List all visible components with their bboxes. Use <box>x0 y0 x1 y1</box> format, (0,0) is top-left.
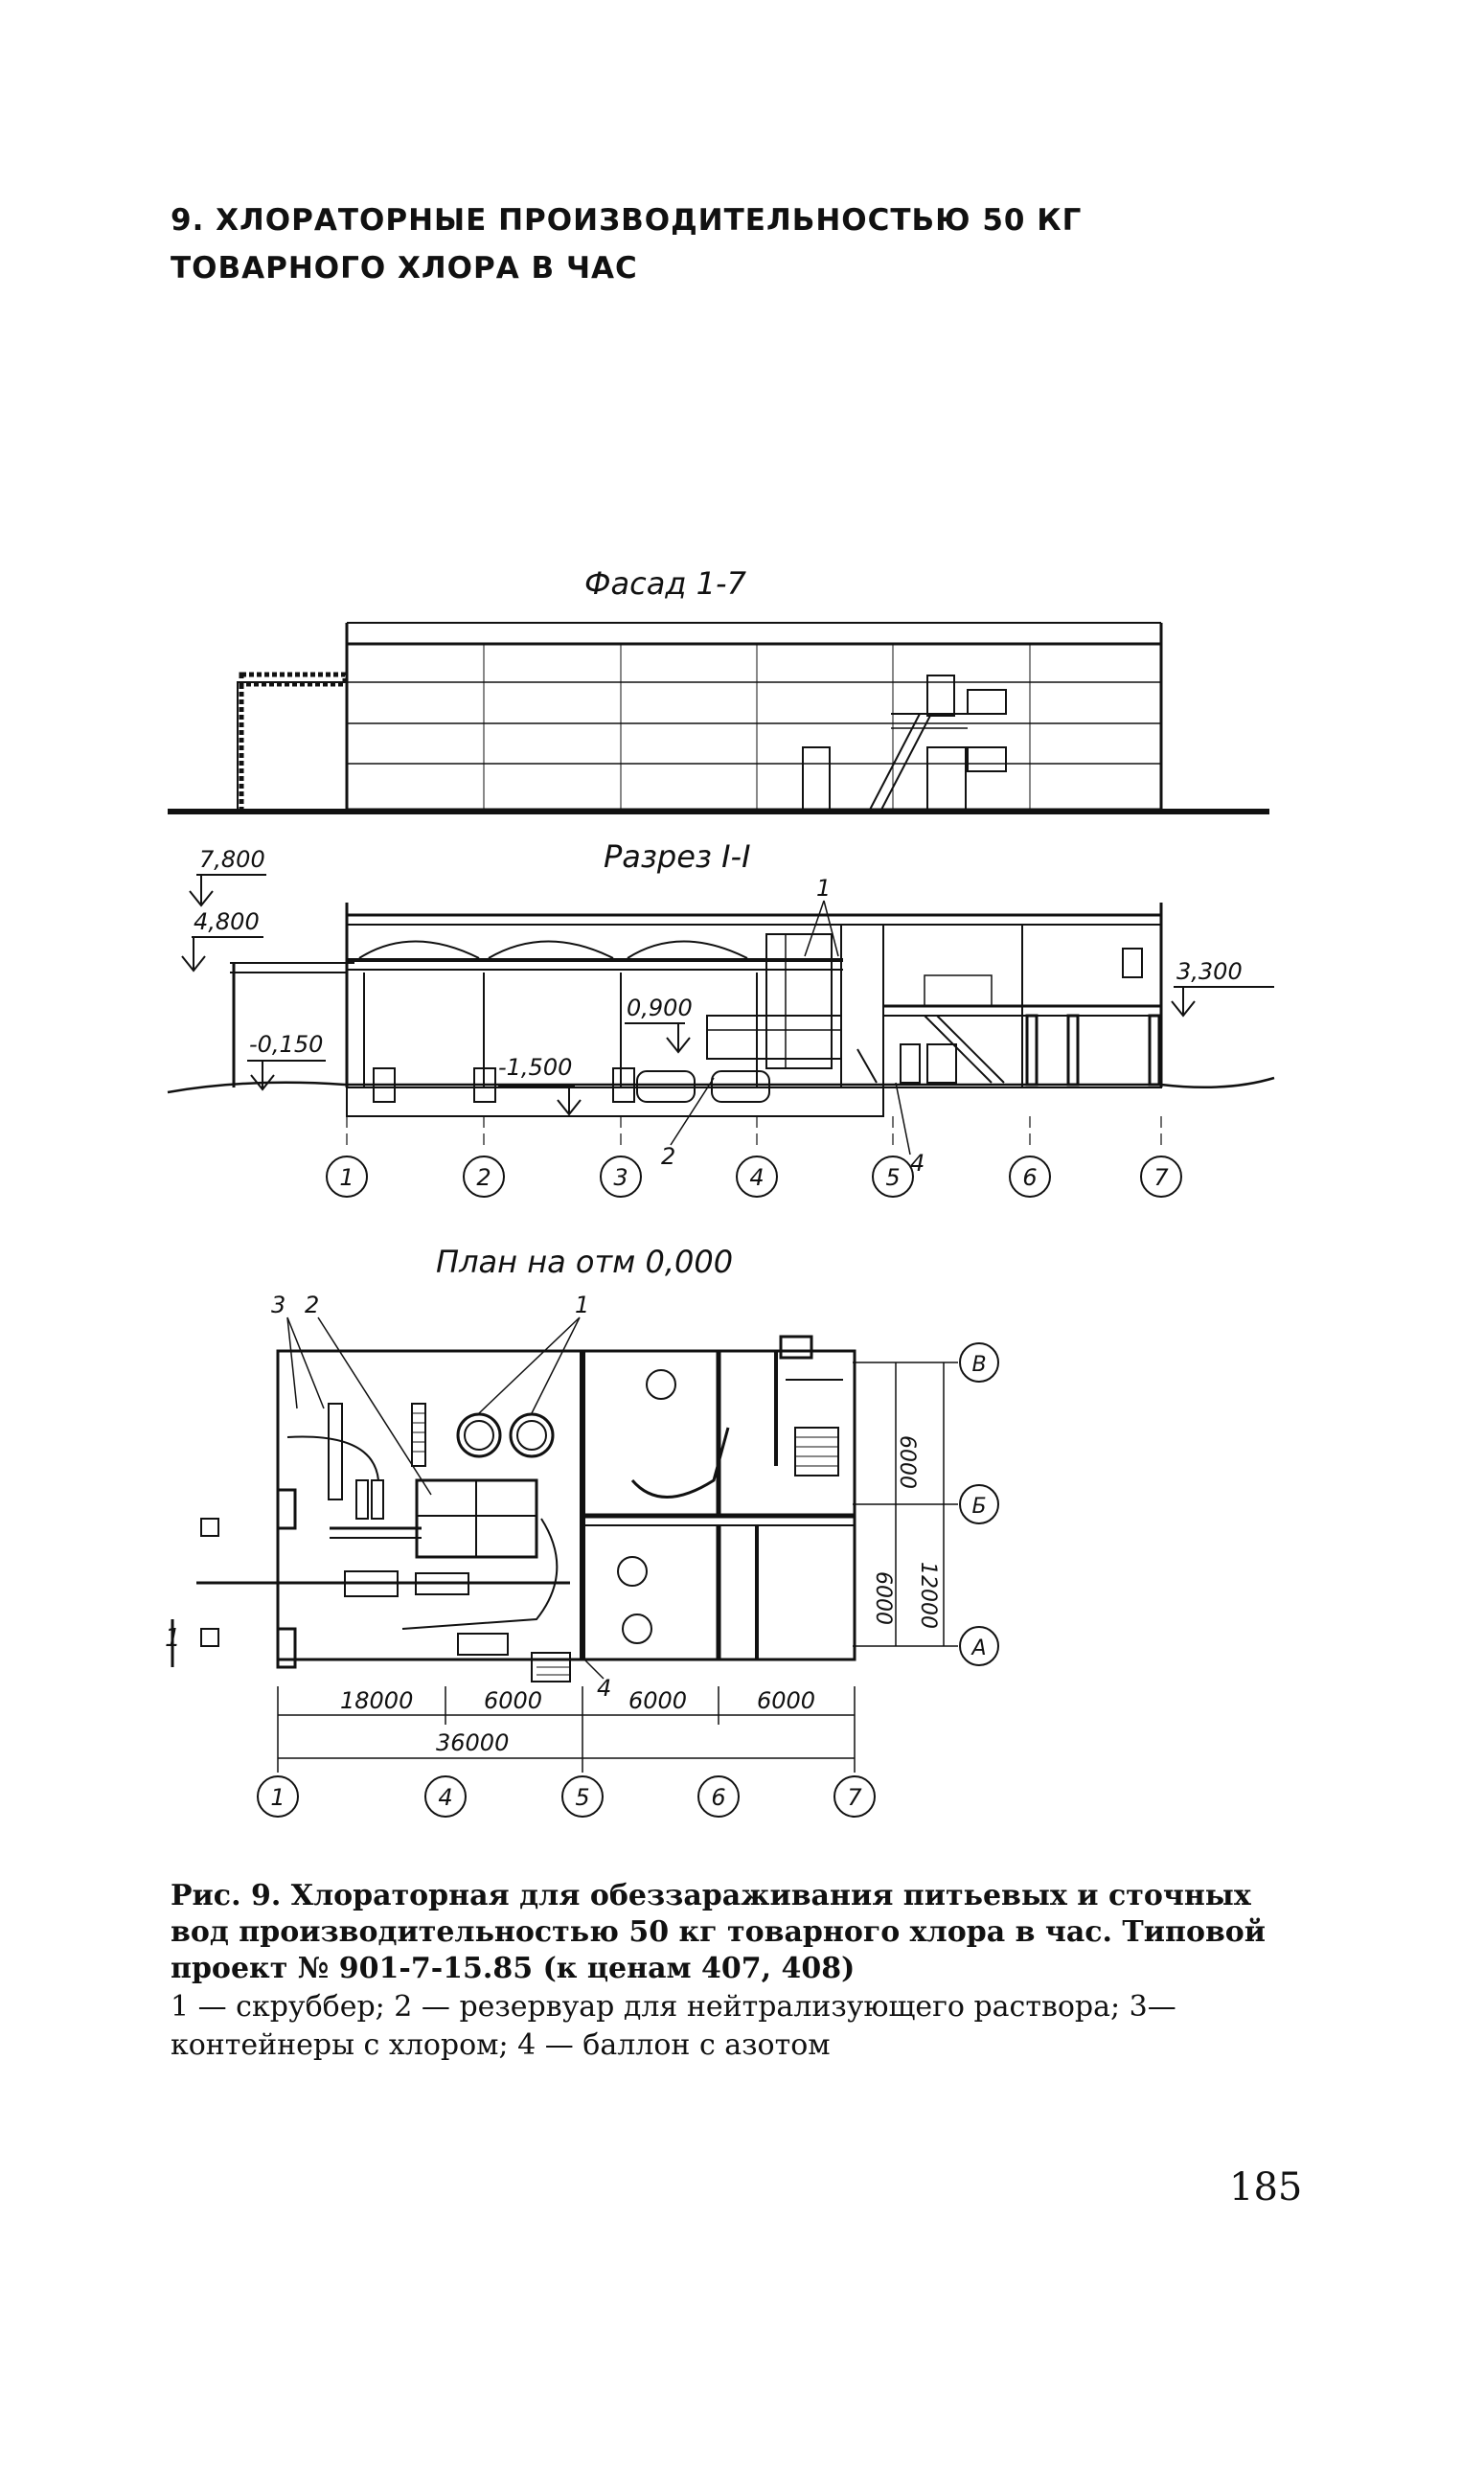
plan-axis-markers: 1 4 5 6 7 <box>257 1775 876 1818</box>
axis-label: 6 <box>1022 1164 1037 1191</box>
elevation-label: -1,500 <box>498 1054 572 1081</box>
section-axis-lines <box>346 1116 1162 1150</box>
axis-marker: А <box>959 1626 999 1666</box>
axis-marker: 3 <box>600 1156 642 1198</box>
axis-label: А <box>970 1637 986 1660</box>
axis-marker: 1 <box>326 1156 368 1198</box>
axis-label: 4 <box>749 1164 764 1191</box>
elevation-label: 7,800 <box>199 846 265 873</box>
axis-label: 1 <box>270 1784 285 1811</box>
item-label: 3 <box>271 1292 285 1318</box>
plan-item-labels: 3 2 1 4 <box>271 1292 611 1702</box>
axis-label: В <box>971 1353 986 1377</box>
heading-line-1: 9. ХЛОРАТОРНЫЕ ПРОИЗВОДИТЕЛЬНОСТЬЮ 50 КГ <box>171 203 1083 238</box>
axis-marker: 2 <box>463 1156 505 1198</box>
axis-label: 5 <box>575 1784 589 1811</box>
axis-label: 3 <box>613 1164 628 1191</box>
axis-label: 2 <box>476 1164 491 1191</box>
dimension-label: 6000 <box>757 1687 815 1714</box>
axis-label: 5 <box>885 1164 900 1191</box>
figure-legend: 1 — скруббер; 2 — резервуар для нейтрали… <box>171 1990 1176 2062</box>
axis-marker: 7 <box>833 1775 876 1818</box>
cut-mark-label: 1 <box>165 1624 181 1653</box>
axis-marker: Б <box>959 1484 999 1524</box>
item-label: 4 <box>597 1675 611 1702</box>
axis-marker: 4 <box>736 1156 778 1198</box>
section-axis-markers: 1 2 3 4 5 6 7 <box>326 1156 1182 1198</box>
section-title: Разрез I-I <box>604 838 751 875</box>
elevation-label: 0,900 <box>627 995 693 1021</box>
dimension-label: 6000 <box>484 1687 542 1714</box>
dimension-label: 6000 <box>895 1435 919 1489</box>
facade-title: Фасад 1-7 <box>584 565 747 602</box>
elevation-labels: 7,800 4,800 -0,150 -1,500 0,900 3,300 <box>194 846 1243 1081</box>
page-number: 185 <box>1229 2165 1303 2209</box>
section-leaders <box>670 900 911 1156</box>
elevation-label: -0,150 <box>249 1031 323 1058</box>
axis-marker: 1 <box>257 1775 299 1818</box>
axis-marker: 6 <box>1009 1156 1051 1198</box>
axis-marker: В <box>959 1342 999 1383</box>
axis-label: 7 <box>847 1784 862 1811</box>
dimension-label: 18000 <box>340 1687 413 1714</box>
plan-dimension-lines <box>196 1362 958 1773</box>
axis-label: 7 <box>1153 1164 1169 1191</box>
elevation-label: 4,800 <box>194 908 260 935</box>
axis-marker: 5 <box>872 1156 914 1198</box>
section-heading: 9. ХЛОРАТОРНЫЕ ПРОИЗВОДИТЕЛЬНОСТЬЮ 50 КГ… <box>171 196 1082 292</box>
technical-drawing: Фасад 1-7 Разрез I-I <box>165 565 1275 1818</box>
item-label: 2 <box>305 1292 319 1318</box>
axis-marker: 4 <box>424 1775 467 1818</box>
dimension-label: 12000 <box>916 1562 940 1629</box>
plan-row-axis-markers: В Б А <box>959 1342 999 1666</box>
section-item-labels: 1 2 4 <box>661 875 925 1177</box>
dimension-total: 36000 <box>436 1729 509 1756</box>
facade-elevation <box>168 622 1269 814</box>
item-label: 1 <box>575 1292 589 1318</box>
figure-caption: Рис. 9. Хлораторная для обеззараживания … <box>171 1879 1267 1985</box>
axis-label: Б <box>971 1495 986 1519</box>
axis-marker: 6 <box>697 1775 740 1818</box>
axis-marker: 5 <box>561 1775 604 1818</box>
axis-label: 1 <box>339 1164 354 1191</box>
dimension-label: 6000 <box>628 1687 687 1714</box>
plan-dimension-labels: 6000 6000 12000 18000 6000 6000 6000 360… <box>165 1435 940 1756</box>
heading-line-2: ТОВАРНОГО ХЛОРА В ЧАС <box>171 251 638 286</box>
elevation-label: 3,300 <box>1176 958 1243 985</box>
item-label: 2 <box>661 1143 675 1170</box>
section-cut <box>167 903 1275 1117</box>
plan-view <box>171 1335 856 1682</box>
elevation-marks <box>181 874 1274 1116</box>
dimension-label: 6000 <box>871 1571 895 1625</box>
axis-marker: 7 <box>1140 1156 1182 1198</box>
plan-title: План на отм 0,000 <box>436 1244 733 1280</box>
plan-leaders <box>286 1316 605 1680</box>
axis-label: 4 <box>438 1784 452 1811</box>
item-label: 1 <box>816 875 831 902</box>
axis-label: 6 <box>711 1784 725 1811</box>
item-label: 4 <box>910 1150 925 1177</box>
